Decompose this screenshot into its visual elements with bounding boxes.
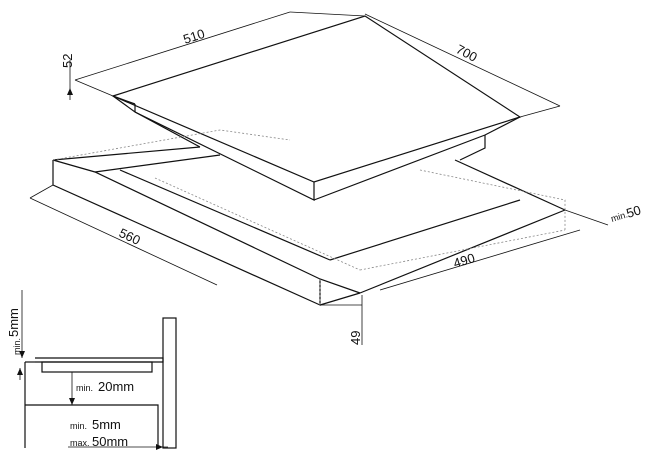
hob-left-edge — [112, 95, 315, 201]
detail-under-clear-arrow — [69, 398, 75, 405]
dim-510-label: 510 — [181, 26, 206, 47]
dim-50-line — [564, 209, 609, 226]
dim-700-ext — [519, 105, 561, 118]
detail-bottom-shelf — [25, 404, 159, 448]
detail-top-clear-arrow — [19, 351, 25, 358]
detail-side-gap-prefix: min. — [70, 421, 87, 431]
detail-side-gap-value: 5mm — [92, 417, 121, 432]
dim-490-label: 490 — [451, 250, 476, 271]
worktop-front-left — [52, 159, 361, 294]
detail-glass-top — [35, 357, 164, 363]
hob-body-left — [134, 111, 201, 148]
detail-wall-panel — [162, 317, 177, 449]
hidden-back — [52, 129, 291, 161]
detail-top-clear-value: 5mm — [6, 308, 21, 337]
detail-gap-arrow — [156, 444, 163, 450]
hidden-inner-left — [154, 177, 361, 271]
dim-560-label: 560 — [117, 225, 143, 248]
dim-490: 490 — [379, 229, 581, 291]
dim-52-label: 52 — [60, 54, 75, 68]
cutout-back-edge — [94, 154, 221, 173]
worktop-front-face — [52, 160, 321, 306]
dim-49: 49 — [320, 295, 363, 345]
worktop-back-left — [52, 146, 201, 161]
worktop-right-front — [359, 209, 566, 294]
dim-49-label: 49 — [348, 331, 363, 345]
detail-under-tick-arrow — [17, 368, 23, 375]
worktop-front-bottom — [319, 292, 361, 306]
detail-under-clear-prefix: min. — [76, 383, 93, 393]
dim-560-line — [29, 197, 218, 286]
dim-510-ext-left — [74, 79, 114, 97]
detail-max-gap-value: 50mm — [92, 434, 128, 449]
dim-510-line — [74, 11, 291, 81]
detail-max-gap-prefix: max. — [70, 438, 90, 448]
dim-560-ext-left — [29, 184, 54, 199]
cutout-left-edge — [119, 169, 331, 261]
dim-490-line — [379, 229, 581, 291]
dim-510-ext-right — [289, 11, 366, 17]
hob-top-bevel — [112, 95, 136, 105]
dim-700: 700 — [364, 13, 561, 118]
hidden-right — [419, 169, 566, 230]
dim-510: 510 — [74, 11, 366, 97]
dim-min-50: min. 50 — [564, 202, 643, 226]
dim-52: 52 — [60, 54, 75, 100]
dim-700-label: 700 — [454, 41, 480, 64]
detail-top-clear-prefix: min. — [12, 338, 22, 355]
cutout-front-edge — [329, 199, 521, 261]
cutout-right-edge — [454, 159, 566, 211]
detail-hob-body — [41, 361, 153, 373]
dim-700-line — [364, 13, 561, 107]
hob-top-face — [111, 15, 522, 183]
hob-right-edge — [313, 116, 521, 201]
hidden-front — [359, 229, 566, 271]
worktop — [52, 129, 566, 306]
dim-52-arrow — [67, 88, 73, 95]
dim-50-prefix: min. — [610, 209, 629, 224]
hob-body-right — [459, 135, 486, 161]
detail-under-clear-value: 20mm — [98, 379, 134, 394]
dim-50-label: 50 — [624, 202, 642, 221]
section-detail: min. 5mm min. 20mm min. 5mm max. 50mm — [6, 290, 177, 450]
